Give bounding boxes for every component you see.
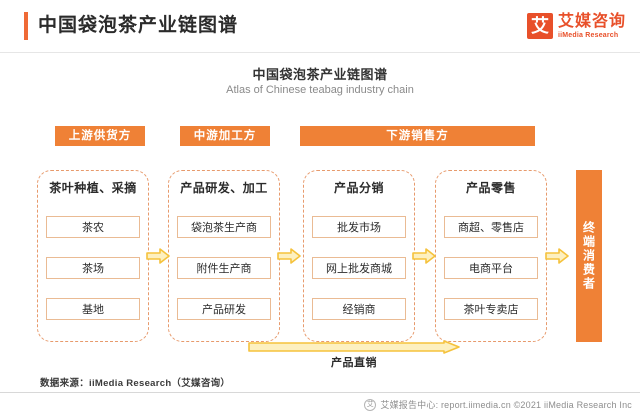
group-box-processing: 产品研发、加工 袋泡茶生产商 附件生产商 产品研发: [168, 170, 280, 342]
group-title: 产品分销: [333, 181, 384, 195]
list-item: 茶场: [46, 256, 140, 279]
footer-credit: 艾 艾媒报告中心: report.iimedia.cn ©2021 iiMedi…: [364, 398, 632, 411]
list-item: 附件生产商: [177, 256, 271, 279]
list-item: 茶农: [46, 216, 140, 239]
logo-text: 艾媒咨询 iiMedia Research: [557, 12, 626, 39]
footer-credit-text: 艾媒报告中心: report.iimedia.cn ©2021 iiMedia …: [380, 400, 632, 410]
group-title: 产品研发、加工: [180, 181, 268, 195]
flow-arrow-right-icon: [146, 248, 170, 264]
group-item-list: 商超、零售店 电商平台 茶叶专卖店: [444, 207, 538, 329]
group-box-distribution: 产品分销 批发市场 网上批发商城 经销商: [303, 170, 415, 342]
group-item-list: 批发市场 网上批发商城 经销商: [312, 207, 406, 329]
end-consumer-bar: 终端消费者: [576, 170, 602, 342]
group-box-retail: 产品零售 商超、零售店 电商平台 茶叶专卖店: [435, 170, 547, 342]
stage-banner-downstream: 下游销售方: [300, 126, 535, 146]
chart-title: 中国袋泡茶产业链图谱: [252, 67, 388, 82]
chart-subtitle: Atlas of Chinese teabag industry chain: [226, 84, 414, 96]
group-item-list: 茶农 茶场 基地: [46, 207, 140, 329]
list-item: 电商平台: [444, 256, 538, 279]
list-item: 经销商: [312, 297, 406, 320]
data-source-note: 数据来源：iiMedia Research（艾媒咨询）: [40, 378, 231, 389]
logo-name-cn: 艾媒咨询: [557, 12, 626, 30]
list-item: 网上批发商城: [312, 256, 406, 279]
page-header: 中国袋泡茶产业链图谱 艾 艾媒咨询 iiMedia Research: [0, 0, 640, 53]
header-accent-bar: [24, 12, 28, 40]
list-item: 袋泡茶生产商: [177, 216, 271, 239]
group-title: 产品零售: [465, 181, 516, 195]
direct-sales-label: 产品直销: [331, 357, 377, 369]
list-item: 产品研发: [177, 297, 271, 320]
group-item-list: 袋泡茶生产商 附件生产商 产品研发: [177, 207, 271, 329]
flow-arrow-right-icon: [412, 248, 436, 264]
stage-banner-upstream: 上游供货方: [55, 126, 145, 146]
list-item: 基地: [46, 297, 140, 320]
list-item: 批发市场: [312, 216, 406, 239]
flow-arrow-right-icon: [277, 248, 301, 264]
list-item: 商超、零售店: [444, 216, 538, 239]
direct-sales-arrow-icon: [248, 340, 460, 354]
imedia-logo: 艾 艾媒咨询 iiMedia Research: [526, 11, 626, 41]
footer-divider: [0, 392, 640, 393]
flow-arrow-right-icon: [545, 248, 569, 264]
group-box-planting: 茶叶种植、采摘 茶农 茶场 基地: [37, 170, 149, 342]
list-item: 茶叶专卖店: [444, 297, 538, 320]
globe-icon: 艾: [364, 398, 377, 411]
footer-bar: [0, 393, 640, 416]
logo-name-en: iiMedia Research: [557, 31, 619, 39]
page-title: 中国袋泡茶产业链图谱: [38, 15, 239, 36]
group-title: 茶叶种植、采摘: [49, 181, 137, 195]
logo-mark-icon: 艾: [526, 13, 553, 39]
stage-banner-midstream: 中游加工方: [180, 126, 270, 146]
